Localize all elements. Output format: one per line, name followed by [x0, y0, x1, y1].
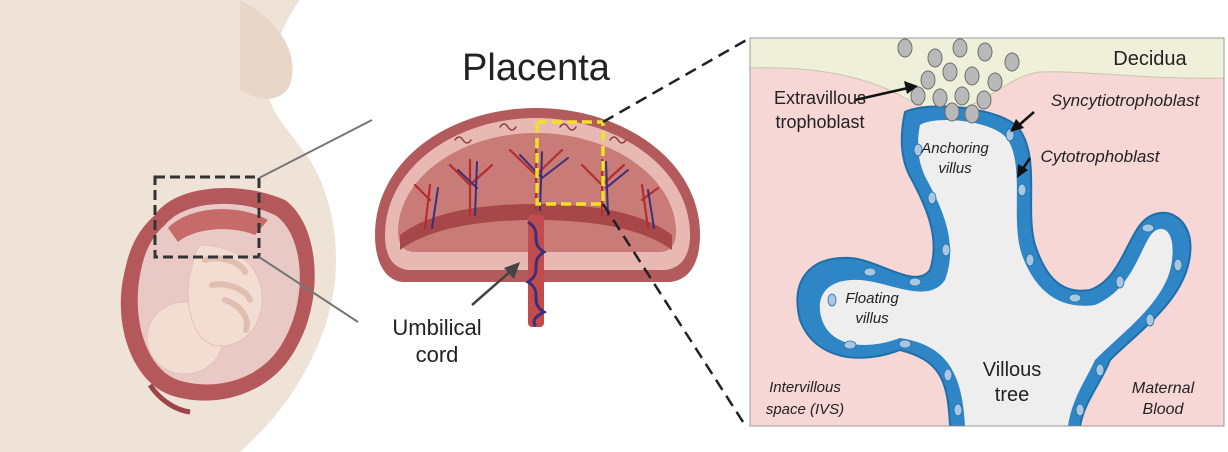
ivs-label-1: Intervillous	[769, 379, 841, 396]
extravillous-label-2: trophoblast	[775, 112, 864, 132]
umbilical-label-2: cord	[416, 342, 459, 367]
title: Placenta	[462, 47, 611, 89]
villous-tree-label-2: tree	[995, 384, 1029, 406]
placenta-illustration	[375, 108, 700, 327]
pregnant-body-illustration	[0, 0, 336, 452]
extravillous-label-1: Extravillous	[774, 88, 866, 108]
cyto-label: Cytotrophoblast	[1040, 147, 1160, 166]
floating-label-2: villus	[855, 310, 889, 327]
anchoring-label-1: Anchoring	[920, 140, 989, 157]
maternal-label-2: Blood	[1143, 401, 1185, 418]
anchoring-label-2: villus	[938, 160, 972, 177]
maternal-label-1: Maternal	[1132, 380, 1195, 397]
syncytio-label: Syncytiotrophoblast	[1051, 91, 1201, 110]
decidua-label: Decidua	[1113, 48, 1187, 70]
villous-tree-label-1: Villous	[983, 359, 1042, 381]
connector-dash-top	[603, 38, 750, 122]
floating-label-1: Floating	[845, 290, 899, 307]
umbilical-label-1: Umbilical	[392, 315, 481, 340]
ivs-label-2: space (IVS)	[766, 401, 844, 418]
